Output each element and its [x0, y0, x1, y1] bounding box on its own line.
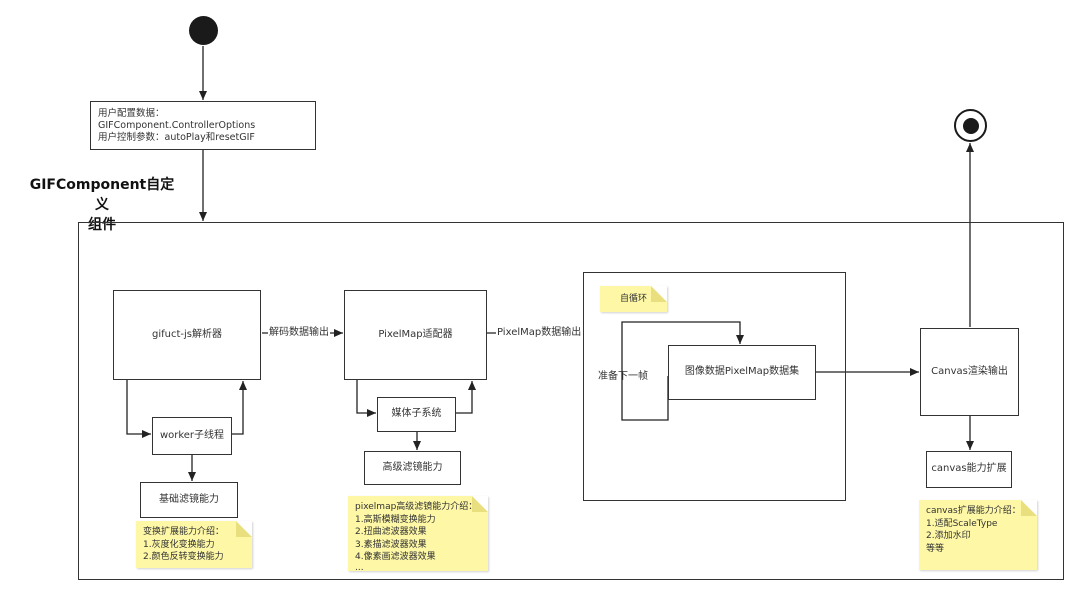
- worker-thread-node: worker子线程: [152, 417, 232, 455]
- pixelmap-adapter-node: PixelMap适配器: [344, 290, 487, 380]
- pixelmap-dataset-node: 图像数据PixelMap数据集: [668, 345, 816, 400]
- canvas-ext-note: canvas扩展能力介绍： 1.适配ScaleType 2.添加水印 等等: [919, 500, 1037, 570]
- advanced-filter-label: 高级滤镜能力: [382, 461, 443, 473]
- advanced-filter-node: 高级滤镜能力: [364, 451, 461, 485]
- canvas-extension-label: canvas能力扩展: [931, 463, 1007, 475]
- worker-thread-label: worker子线程: [159, 429, 225, 441]
- self-loop-note: 自循环: [600, 286, 667, 312]
- pixelmap-output-label: PixelMap数据输出: [496, 327, 583, 339]
- pixelmap-adapter-label: PixelMap适配器: [378, 328, 453, 340]
- component-title: GIFComponent自定义 组件: [27, 175, 177, 235]
- start-node: [189, 16, 218, 45]
- edge-worker-to-gifuct: [232, 381, 247, 435]
- pixelmap-filter-note-title: pixelmap高级滤镜能力介绍：: [355, 502, 478, 512]
- media-subsystem-node: 媒体子系统: [377, 397, 456, 432]
- pixelmap-filter-note-item: 4.像素画滤波器效果: [355, 552, 436, 562]
- next-frame-label: 准备下一帧: [598, 371, 648, 382]
- user-config-line: 用户配置数据：GIFComponent.ControllerOptions: [98, 107, 256, 131]
- canvas-extension-node: canvas能力扩展: [926, 451, 1012, 488]
- canvas-output-node: Canvas渲染输出: [920, 328, 1019, 416]
- component-title-line1: GIFComponent自定义: [29, 177, 175, 213]
- self-loop-frame: [583, 272, 846, 501]
- pixelmap-filter-note: pixelmap高级滤镜能力介绍： 1.高斯模糊变换能力 2.扭曲滤波器效果 3…: [348, 496, 488, 573]
- canvas-ext-note-title: canvas扩展能力介绍：: [926, 506, 1021, 516]
- edge-media-to-pixelmap: [456, 381, 476, 414]
- gifuct-parser-label: gifuct-js解析器: [152, 328, 222, 340]
- basic-filter-label: 基础滤镜能力: [159, 493, 219, 505]
- decode-output-label: 解码数据输出: [268, 327, 330, 339]
- pixelmap-filter-note-item: 1.高斯模糊变换能力: [355, 514, 436, 525]
- canvas-ext-note-item: 2.添加水印: [926, 531, 971, 541]
- pixelmap-dataset-label: 图像数据PixelMap数据集: [684, 366, 800, 378]
- transform-note: 变换扩展能力介绍： 1.灰度化变换能力 2.颜色反转变换能力: [136, 521, 252, 568]
- component-frame: [78, 222, 1064, 580]
- user-config-box: 用户配置数据：GIFComponent.ControllerOptions 用户…: [90, 101, 316, 150]
- pixelmap-filter-note-item: ...: [355, 562, 364, 573]
- edge-gifuct-to-worker: [126, 380, 151, 438]
- self-loop-note-text: 自循环: [619, 293, 647, 304]
- gifuct-parser-node: gifuct-js解析器: [113, 290, 261, 380]
- pixelmap-filter-note-item: 2.扭曲滤波器效果: [355, 527, 427, 537]
- pixelmap-filter-note-item: 3.素描滤波器效果: [355, 539, 427, 550]
- canvas-output-label: Canvas渲染输出: [931, 365, 1008, 377]
- edge-self-loop: [621, 321, 744, 421]
- canvas-ext-note-item: 1.适配ScaleType: [926, 518, 998, 529]
- transform-note-item: 2.颜色反转变换能力: [143, 552, 224, 562]
- canvas-ext-note-item: 等等: [926, 543, 945, 554]
- user-control-line: 用户控制参数：autoPlay和resetGIF: [98, 131, 255, 143]
- component-title-line2: 组件: [88, 217, 116, 233]
- basic-filter-node: 基础滤镜能力: [140, 482, 238, 518]
- transform-note-item: 1.灰度化变换能力: [143, 539, 215, 550]
- media-subsystem-label: 媒体子系统: [391, 408, 442, 420]
- transform-note-title: 变换扩展能力介绍：: [143, 527, 225, 537]
- end-node: [954, 109, 987, 142]
- edge-pixelmap-to-media: [356, 380, 376, 417]
